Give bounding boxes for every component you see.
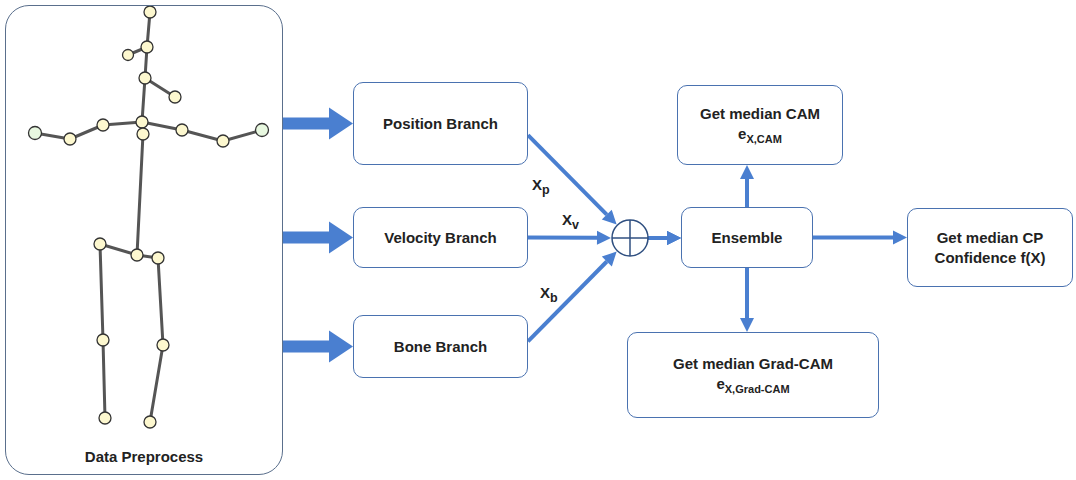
output-box: Get median CP Confidence f(X) [907, 208, 1073, 287]
connector-line [745, 179, 749, 207]
arrow-head [740, 165, 754, 179]
block-arrow [283, 331, 353, 363]
flow-arrow [528, 231, 681, 341]
box-label: Bone Branch [394, 337, 487, 357]
connector-line [283, 232, 329, 244]
output-box: Get median CAMeX,CAM [677, 85, 843, 165]
box-label: Position Branch [383, 114, 498, 134]
input-panel: Data Preprocess [5, 5, 283, 475]
box-formula: eX,Grad-CAM [716, 374, 789, 396]
arrow-head [329, 222, 353, 254]
edge-label: Xv [560, 211, 581, 233]
arrow-head [329, 331, 353, 363]
connector-line [745, 268, 749, 318]
connector-line [283, 341, 329, 353]
arrow-head [329, 108, 353, 140]
ensemble-box: Ensemble [681, 207, 813, 268]
connector-line [528, 135, 607, 214]
process-box: Position Branch [353, 82, 528, 165]
box-label: Velocity Branch [384, 228, 497, 248]
subscript: b [550, 291, 558, 305]
connector-line [528, 236, 597, 240]
output-box: Get median Grad-CAMeX,Grad-CAM [627, 332, 879, 418]
flow-arrow [813, 231, 907, 245]
subscript: p [542, 183, 550, 197]
subscript: X,CAM [746, 133, 781, 145]
subscript: v [572, 218, 579, 232]
arrow-head [893, 231, 907, 245]
process-box: Bone Branch [353, 315, 528, 378]
edge-label: Xb [538, 284, 560, 306]
connector-line [283, 118, 329, 130]
flow-arrow [528, 231, 681, 245]
arrow-head [667, 231, 681, 245]
box-formula: eX,CAM [738, 124, 782, 146]
box-label: Get median CP Confidence f(X) [920, 228, 1060, 267]
box-label: Data Preprocess [85, 447, 203, 467]
connector-line [528, 261, 607, 341]
flow-arrow [740, 165, 754, 207]
arrow-head [740, 318, 754, 332]
flow-arrow [528, 135, 681, 245]
edge-label: Xp [530, 176, 552, 198]
connector-line [648, 236, 667, 240]
flow-arrow [740, 268, 754, 332]
box-label: Get median CAM [700, 104, 820, 124]
connector-line [648, 236, 667, 240]
block-arrow [283, 108, 353, 140]
subscript: X,Grad-CAM [725, 383, 790, 395]
block-arrow [283, 222, 353, 254]
connector-line [648, 236, 667, 240]
process-box: Velocity Branch [353, 207, 528, 268]
connector-line [813, 236, 893, 240]
arrow-head [667, 231, 681, 245]
box-label: Get median Grad-CAM [673, 354, 833, 374]
box-label: Ensemble [712, 228, 783, 248]
arrow-head [597, 231, 611, 245]
sum-symbol [612, 220, 648, 256]
arrow-head [667, 231, 681, 245]
